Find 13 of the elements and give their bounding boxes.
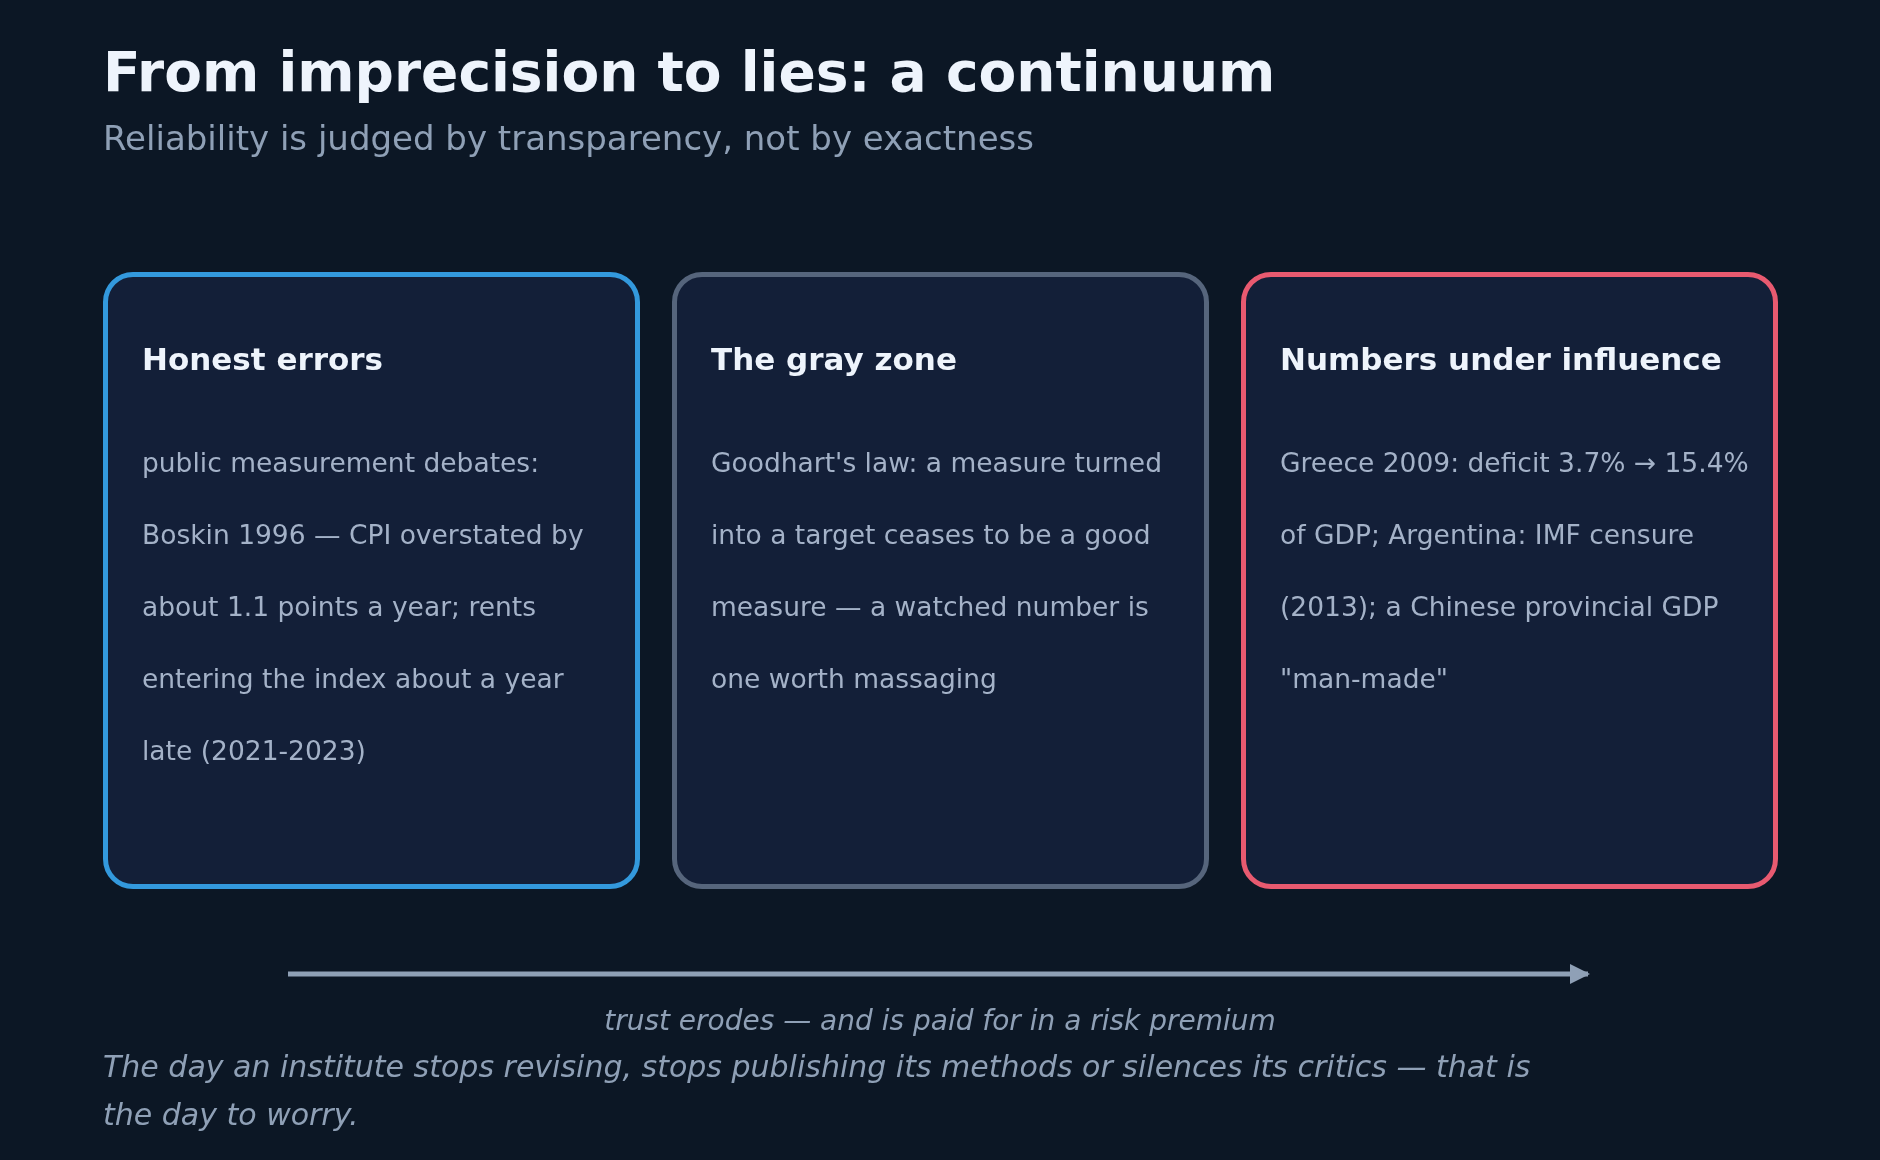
- category-card: [103, 272, 640, 889]
- card-text: public measurement debates: Boskin 1996 — CPI overstated by about 1.1 points a year; rents entering the index about a year late (2021-2023): [142, 446, 585, 768]
- category-card: [672, 272, 1209, 889]
- category-card: [1241, 272, 1778, 889]
- subtitle: Reliability is judged by transparency, not by exactness: [103, 118, 1034, 158]
- closing-note: The day an institute stops revising, stops publishing its methods or silences its critics — that is the day to worry.: [103, 1048, 1532, 1134]
- title: From imprecision to lies: a continuum: [103, 40, 1276, 104]
- card-heading: Honest errors: [142, 341, 384, 377]
- card-text: Goodhart's law: a measure turned into a target ceases to be a good measure — a watched number is one worth massaging: [711, 446, 1163, 696]
- card-heading: Numbers under influence: [1280, 341, 1722, 377]
- card-text: Greece 2009: deficit 3.7% → 15.4% of GDP; Argentina: IMF censure (2013); a Chinese provincial GDP "man-made": [1280, 446, 1750, 696]
- card-heading: The gray zone: [711, 341, 957, 377]
- arrow-caption: trust erodes — and is paid for in a risk premium: [604, 1004, 1276, 1037]
